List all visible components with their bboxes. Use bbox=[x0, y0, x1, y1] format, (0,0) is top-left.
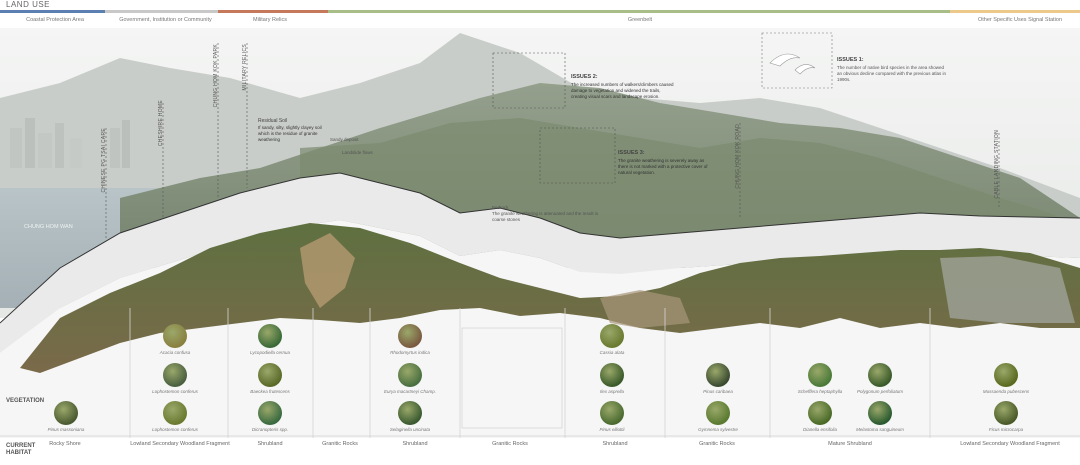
plant-photo bbox=[808, 363, 832, 387]
habitat-label: Granitic Rocks bbox=[475, 441, 545, 448]
land-use-bar-military bbox=[218, 10, 328, 13]
plant-photo bbox=[258, 401, 282, 425]
place-label-cable-landing-station: CABLE LANDING STATION bbox=[994, 130, 1000, 199]
land-use-label-military: Military Relics bbox=[220, 17, 320, 24]
issue-3-title: ISSUES 3: bbox=[618, 150, 645, 156]
plant-photo bbox=[600, 363, 624, 387]
land-use-bar-signal bbox=[950, 10, 1080, 13]
plant-label: Rhodomyrtus indica bbox=[375, 350, 445, 355]
habitat-label: Granitic Rocks bbox=[682, 441, 752, 448]
issue-2-text: The increased numbers of walkers/climber… bbox=[571, 82, 676, 100]
habitat-label: Lowland Secondary Woodland Fragment bbox=[950, 441, 1070, 448]
plant-label: Gymnema sylvestre bbox=[683, 427, 753, 432]
land-use-bar-coastal bbox=[0, 10, 105, 13]
issue-3-text: The granite weathering is severely away … bbox=[618, 158, 713, 176]
place-label-chung-hom-wan: CHUNG HOM WAN bbox=[24, 224, 73, 231]
land-use-bar-greenbelt bbox=[328, 10, 950, 13]
habitat-label: Shrubland bbox=[235, 441, 305, 448]
plant-label: Polygonum perfoliatum bbox=[845, 389, 915, 394]
plant-photo bbox=[398, 363, 422, 387]
plant-photo bbox=[994, 363, 1018, 387]
place-label-chung-hom-kok-road: CHUNG HOM KOK ROAD bbox=[735, 124, 741, 189]
plant-photo bbox=[600, 401, 624, 425]
plant-photo bbox=[706, 401, 730, 425]
habitat-label: Rocky Shore bbox=[30, 441, 100, 448]
plant-photo bbox=[994, 401, 1018, 425]
plant-label: Pinus massoniana bbox=[31, 427, 101, 432]
plant-photo bbox=[808, 401, 832, 425]
plant-photo bbox=[600, 324, 624, 348]
landscape-section-illustration bbox=[0, 28, 1080, 438]
plant-label: Acacia confusa bbox=[140, 350, 210, 355]
place-label-chinese-pg-tsai-care: CHINESE PG TSAI CARE bbox=[101, 128, 107, 193]
plant-photo bbox=[398, 324, 422, 348]
land-use-title: LAND USE bbox=[6, 0, 50, 9]
plant-label: Lophostemon conferus bbox=[140, 427, 210, 432]
plant-label: Dicranopteris spp. bbox=[235, 427, 305, 432]
issue-1-title: ISSUES 1: bbox=[837, 57, 864, 63]
land-use-label-signal: Other Specific Uses Signal Station bbox=[975, 17, 1065, 24]
plant-photo bbox=[163, 324, 187, 348]
annotation-bedrock-text: The granite weathering is attenuated and… bbox=[492, 211, 612, 223]
issue-2-title: ISSUES 2: bbox=[571, 74, 598, 80]
habitat-label: Granitic Rocks bbox=[310, 441, 370, 448]
plant-label: Selaginella uncinata bbox=[375, 427, 445, 432]
plant-label: Lycopodiella cernua bbox=[235, 350, 305, 355]
place-label-chung-hom-kok-park: CHUNG HOM KOK PARK bbox=[213, 44, 219, 107]
land-use-label-government: Government, Institution or Community bbox=[118, 17, 213, 24]
habitat-label: Shrubland bbox=[380, 441, 450, 448]
issue-1-text: The number of native bird species in the… bbox=[837, 65, 947, 83]
plant-label: Pinus caribaea bbox=[683, 389, 753, 394]
vegetation-heading: VEGETATION bbox=[6, 398, 44, 405]
place-label-cheshire-home: CHESHIRE HOME bbox=[158, 100, 164, 146]
annotation-residual-soil: Residual Soil bbox=[258, 118, 287, 124]
plant-photo bbox=[258, 363, 282, 387]
land-use-label-greenbelt: Greenbelt bbox=[590, 17, 690, 24]
annotation-landslide-flows: Landslide flows bbox=[342, 150, 373, 156]
habitat-label: Lowland Secondary Woodland Fragment bbox=[130, 441, 230, 448]
plant-label: Ficus microcarpa bbox=[971, 427, 1041, 432]
plant-photo bbox=[868, 363, 892, 387]
plant-photo bbox=[258, 324, 282, 348]
annotation-sandy-deposit: Sandy deposit bbox=[330, 137, 359, 143]
plant-label: Cassia alata bbox=[577, 350, 647, 355]
habitat-label: Mature Shrubland bbox=[810, 441, 890, 448]
plant-label: Lophostemon conferus bbox=[140, 389, 210, 394]
plant-photo bbox=[868, 401, 892, 425]
plant-photo bbox=[398, 401, 422, 425]
plant-label: Ilex asprella bbox=[577, 389, 647, 394]
annotation-residual-soil-text: If sandy, silty, slightly clayey soil wh… bbox=[258, 125, 328, 143]
plant-label: Pinus elliottii bbox=[577, 427, 647, 432]
land-use-label-coastal: Coastal Protection Area bbox=[10, 17, 100, 24]
plant-photo bbox=[163, 401, 187, 425]
plant-label: Melastoma sanguineum bbox=[845, 427, 915, 432]
land-use-bar-government bbox=[105, 10, 218, 13]
plant-photo bbox=[54, 401, 78, 425]
plant-label: Baeckea frutescens bbox=[235, 389, 305, 394]
plant-photo bbox=[706, 363, 730, 387]
habitat-label: Shrubland bbox=[580, 441, 650, 448]
plant-photo bbox=[163, 363, 187, 387]
plant-label: Mussaenda pubescens bbox=[971, 389, 1041, 394]
place-label-military-relics: MILITARY RELICS bbox=[242, 44, 248, 90]
plant-label: Eurya macartneyi Champ. bbox=[375, 389, 445, 394]
